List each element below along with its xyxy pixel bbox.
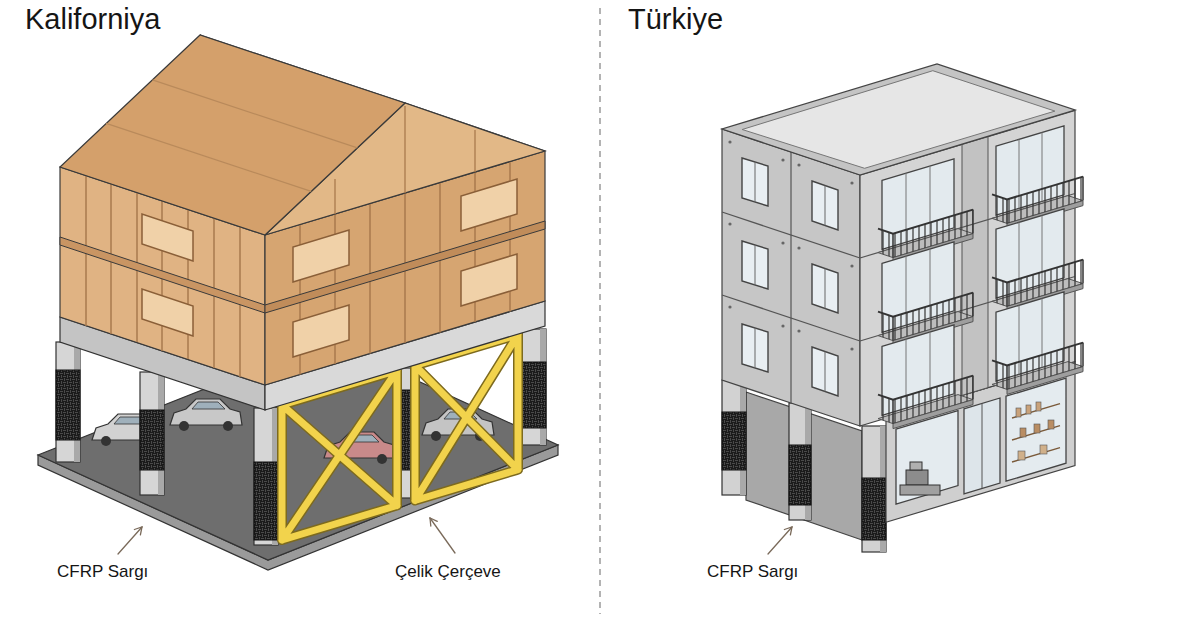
column (56, 342, 80, 462)
parapet (722, 64, 1075, 175)
callout-label: CFRP Sargı (707, 562, 798, 582)
door-line (982, 403, 983, 488)
roof-lines (106, 80, 357, 191)
cfrp-wrap (140, 410, 164, 470)
car (170, 399, 242, 431)
cfrp-wrap (254, 462, 278, 540)
cfrp-wrap (789, 445, 811, 505)
shop-window (1006, 378, 1066, 481)
california-building (38, 35, 558, 570)
column (722, 380, 746, 495)
column (254, 408, 278, 545)
cfrp-wrap (862, 478, 886, 540)
cash-register (900, 462, 940, 495)
wall-strip (962, 137, 988, 396)
shop-shelves (1012, 402, 1060, 462)
cfrp-wrap (722, 412, 746, 470)
leader-arrow (118, 518, 455, 554)
leader-arrow (768, 527, 792, 554)
column (522, 329, 546, 445)
column (789, 403, 811, 520)
panel-heading: Türkiye (628, 3, 723, 36)
shop-door (964, 398, 1000, 494)
cfrp-wrap (522, 362, 546, 428)
panel-heading: Kaliforniya (25, 3, 160, 36)
callout-label: Çelik Çerçeve (395, 562, 501, 582)
cfrp-wrap (56, 370, 80, 440)
column (862, 426, 886, 552)
divider-line (599, 8, 601, 614)
story (742, 292, 1083, 429)
column (140, 372, 164, 495)
turkey-building (722, 64, 1083, 554)
roof (60, 35, 405, 235)
floor-band (265, 221, 545, 313)
callout-label: CFRP Sargı (57, 562, 148, 582)
roof-slab (742, 71, 1055, 169)
